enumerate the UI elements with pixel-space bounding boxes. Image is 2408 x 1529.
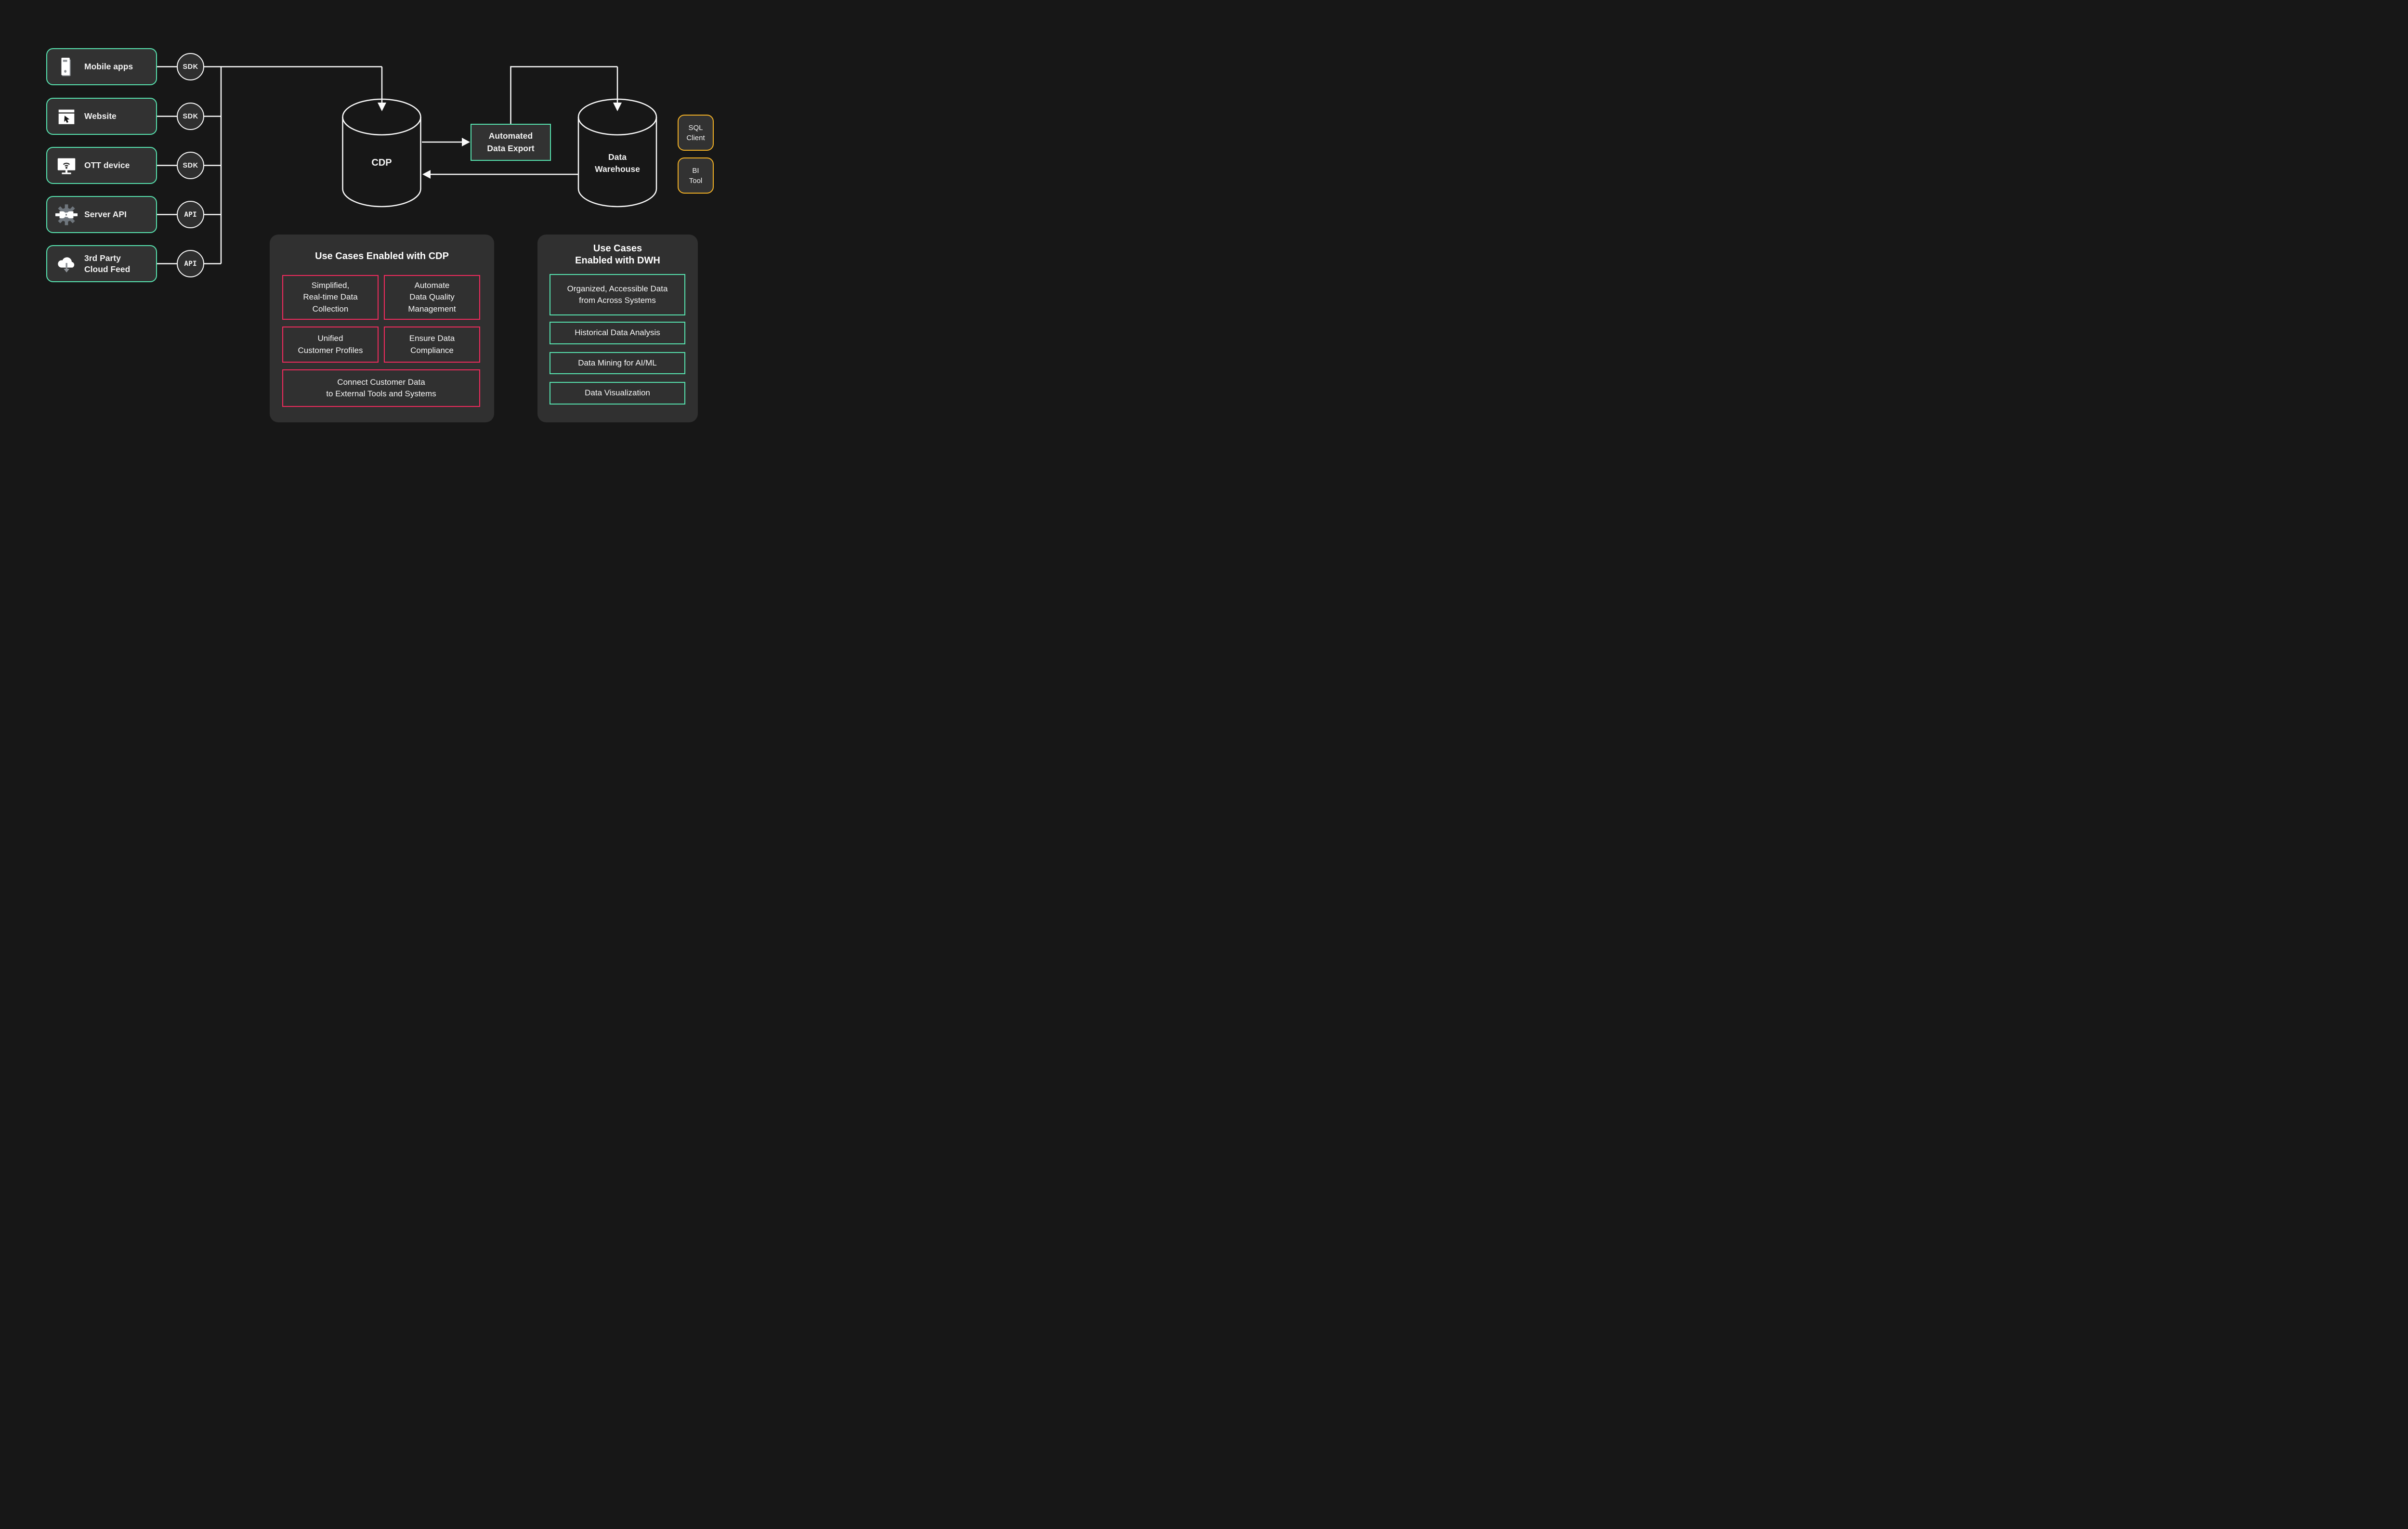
cdp-use-cases-panel: Use Cases Enabled with CDP Simplified, R… xyxy=(270,235,494,422)
source-server-api: Server API xyxy=(46,196,157,233)
connector-chip-sdk-2: SDK xyxy=(177,103,204,130)
dwh-use-cases-title: Use Cases Enabled with DWH xyxy=(575,243,660,266)
bi-tool-label: BI Tool xyxy=(689,166,703,185)
automated-data-export-node: Automated Data Export xyxy=(471,124,551,161)
use-case-item: Simplified, Real-time Data Collection xyxy=(282,275,379,320)
source-label: 3rd Party Cloud Feed xyxy=(84,253,131,274)
warehouse-label: Data Warehouse xyxy=(595,152,640,174)
chip-label: API xyxy=(184,210,197,219)
source-3rd-party-cloud-feed: 3rd Party Cloud Feed xyxy=(46,245,157,282)
gear-plug-icon xyxy=(55,204,78,226)
source-label: Server API xyxy=(84,209,127,220)
source-label: OTT device xyxy=(84,160,130,170)
dwh-use-cases-panel: Use Cases Enabled with DWH Organized, Ac… xyxy=(537,235,698,422)
mobile-phone-icon xyxy=(55,56,78,78)
smart-tv-icon xyxy=(55,155,78,177)
use-case-item: Unified Customer Profiles xyxy=(282,327,379,363)
cloud-download-icon xyxy=(55,253,78,275)
arrow-into-cdp-from-warehouse xyxy=(422,170,431,179)
bi-tool-node: BI Tool xyxy=(678,157,714,194)
source-website: Website xyxy=(46,98,157,135)
source-mobile-apps: Mobile apps xyxy=(46,48,157,85)
use-case-item: Data Mining for AI/ML xyxy=(550,352,685,374)
chip-label: API xyxy=(184,260,197,268)
chip-label: SDK xyxy=(183,112,198,120)
arrow-into-cdp xyxy=(378,103,386,111)
connector-chip-sdk-3: SDK xyxy=(177,152,204,179)
browser-window-icon xyxy=(55,105,78,128)
arrow-into-export xyxy=(462,138,470,146)
source-label: Website xyxy=(84,111,117,121)
cdp-use-cases-title: Use Cases Enabled with CDP xyxy=(315,251,449,261)
automated-data-export-label: Automated Data Export xyxy=(487,131,535,153)
use-case-item: Data Visualization xyxy=(550,382,685,405)
arrowheads xyxy=(378,103,622,179)
source-label: Mobile apps xyxy=(84,62,133,72)
sql-client-label: SQL Client xyxy=(686,123,705,142)
cdp-architecture-diagram: Mobile apps Website OTT dev xyxy=(0,0,755,476)
use-case-item: Automate Data Quality Management xyxy=(384,275,480,320)
chip-label: SDK xyxy=(183,161,198,170)
connector-chip-api-1: API xyxy=(177,201,204,228)
use-case-item: Connect Customer Data to External Tools … xyxy=(282,369,480,407)
use-case-item: Organized, Accessible Data from Across S… xyxy=(550,274,685,315)
sql-client-node: SQL Client xyxy=(678,115,714,151)
use-case-item: Ensure Data Compliance xyxy=(384,327,480,363)
connector-lines xyxy=(157,66,657,264)
cdp-cylinder-icon xyxy=(342,98,421,208)
use-case-item: Historical Data Analysis xyxy=(550,322,685,344)
warehouse-cylinder-icon xyxy=(577,98,657,208)
chip-label: SDK xyxy=(183,63,198,71)
connector-chip-api-2: API xyxy=(177,250,204,277)
connector-chip-sdk-1: SDK xyxy=(177,53,204,80)
cdp-label: CDP xyxy=(371,157,392,168)
arrow-into-warehouse xyxy=(613,103,622,111)
source-ott-device: OTT device xyxy=(46,147,157,184)
